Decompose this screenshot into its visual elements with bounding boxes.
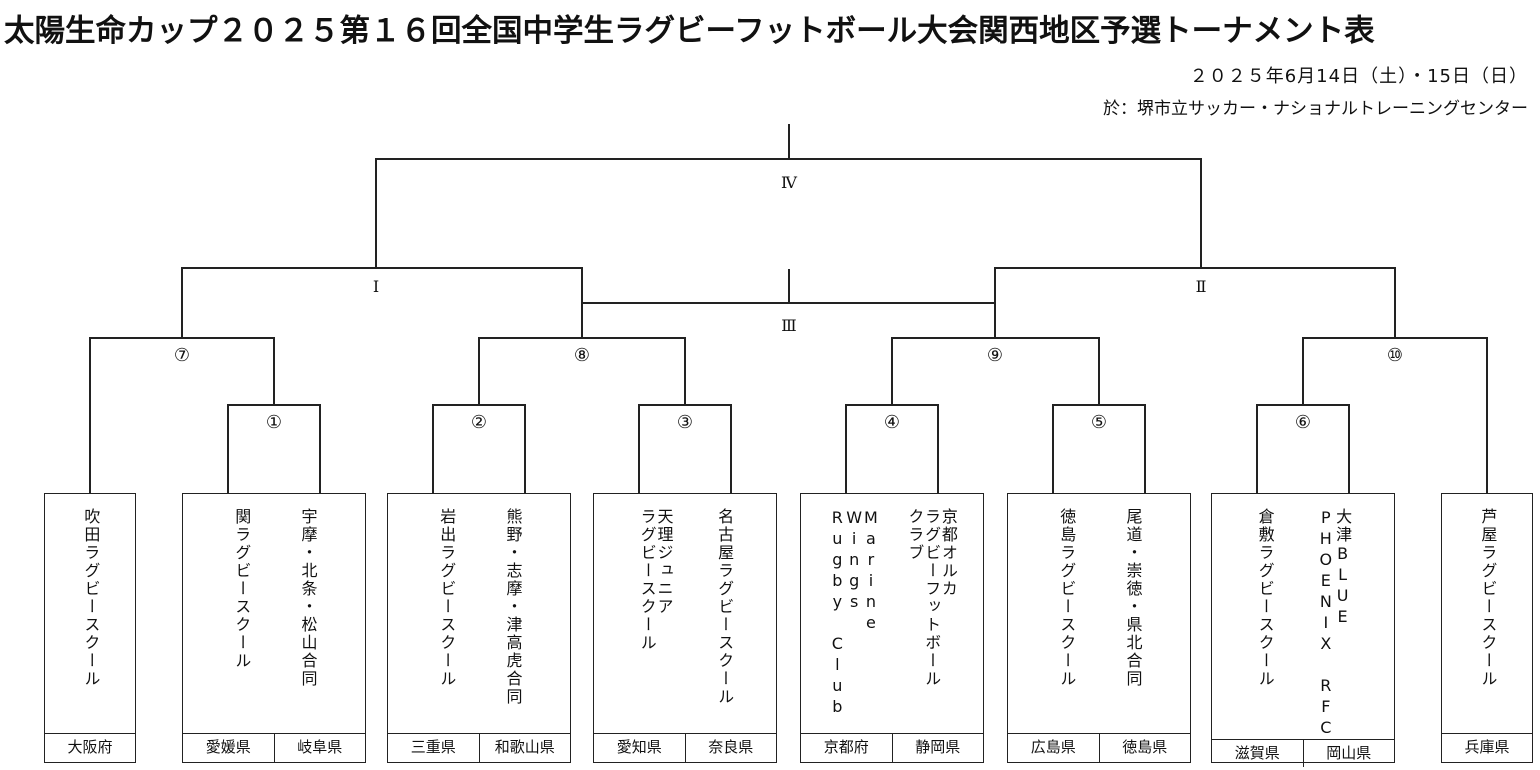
match-number-5: ⑤ [1091, 412, 1107, 433]
team-name: 吹田ラグビースクール [81, 508, 101, 688]
round-label-third-place: Ⅲ [781, 316, 796, 335]
event-date: ２０２５年6月14日（土）・15日（日） [1189, 66, 1528, 87]
team-name: 尾道・崇徳・県北合同 [1123, 508, 1143, 688]
team-name: 宇摩・北条・松山合同 [298, 508, 318, 688]
match-number-8: ⑧ [574, 345, 590, 366]
team-name: 関ラグビースクール [232, 508, 252, 670]
team-name: 京都オルカラグビーフットボールクラブ [905, 508, 958, 688]
prefecture-label: 岡山県 [1302, 740, 1395, 767]
prefecture-label: 静岡県 [891, 734, 984, 762]
team-box-4: 名古屋ラグビースクール 天理ジュニアラグビースクール 愛知県 奈良県 [593, 493, 777, 763]
event-venue: 於：堺市立サッカー・ナショナルトレーニングセンター [1103, 99, 1528, 119]
match-number-3: ③ [677, 412, 693, 433]
match-number-2: ② [471, 412, 487, 433]
team-box-8: 芦屋ラグビースクール 兵庫県 [1441, 493, 1533, 763]
team-name: 倉敷ラグビースクール [1255, 508, 1275, 688]
match-number-6: ⑥ [1295, 412, 1311, 433]
prefecture-label: 徳島県 [1098, 734, 1191, 762]
prefecture-label: 愛知県 [616, 738, 662, 756]
team-name: 熊野・志摩・津高虎合同 [503, 508, 523, 706]
bracket-lines [89, 124, 1488, 493]
match-number-1: ① [266, 412, 282, 433]
round-label-semi-left: Ⅰ [373, 277, 379, 296]
team-box-6: 尾道・崇徳・県北合同 徳島ラグビースクール 広島県 徳島県 [1007, 493, 1191, 763]
prefecture-label: 兵庫県 [1464, 738, 1510, 756]
prefecture-label: 京都府 [823, 738, 869, 756]
team-name: 芦屋ラグビースクール [1478, 508, 1498, 688]
prefecture-label: 広島県 [1030, 738, 1076, 756]
match-number-9: ⑨ [987, 345, 1003, 366]
prefecture-label: 奈良県 [684, 734, 777, 762]
prefecture-label: 三重県 [410, 738, 456, 756]
match-number-7: ⑦ [174, 345, 190, 366]
page-title: 太陽生命カップ２０２５第１６回全国中学生ラグビーフットボール大会関西地区予選トー… [4, 14, 1375, 49]
prefecture-label: 滋賀県 [1234, 744, 1280, 762]
team-name: 岩出ラグビースクール [437, 508, 457, 688]
prefecture-label: 岐阜県 [273, 734, 366, 762]
prefecture-label: 大阪府 [67, 738, 113, 756]
match-number-4: ④ [884, 412, 900, 433]
bracket-line-semi-left [181, 267, 583, 338]
team-box-2: 宇摩・北条・松山合同 関ラグビースクール 愛媛県 岐阜県 [182, 493, 366, 763]
team-box-3: 熊野・志摩・津高虎合同 岩出ラグビースクール 三重県 和歌山県 [387, 493, 571, 763]
round-label-final: Ⅳ [781, 173, 798, 192]
team-name: 天理ジュニアラグビースクール [637, 508, 674, 652]
match-number-10: ⑩ [1387, 345, 1403, 366]
round-label-semi-right: Ⅱ [1196, 277, 1207, 296]
team-name: 名古屋ラグビースクール [715, 508, 735, 706]
team-name: 徳島ラグビースクール [1057, 508, 1077, 688]
team-box-1: 吹田ラグビースクール 大阪府 [44, 493, 136, 763]
prefecture-label: 和歌山県 [478, 734, 571, 762]
prefecture-label: 愛媛県 [205, 738, 251, 756]
